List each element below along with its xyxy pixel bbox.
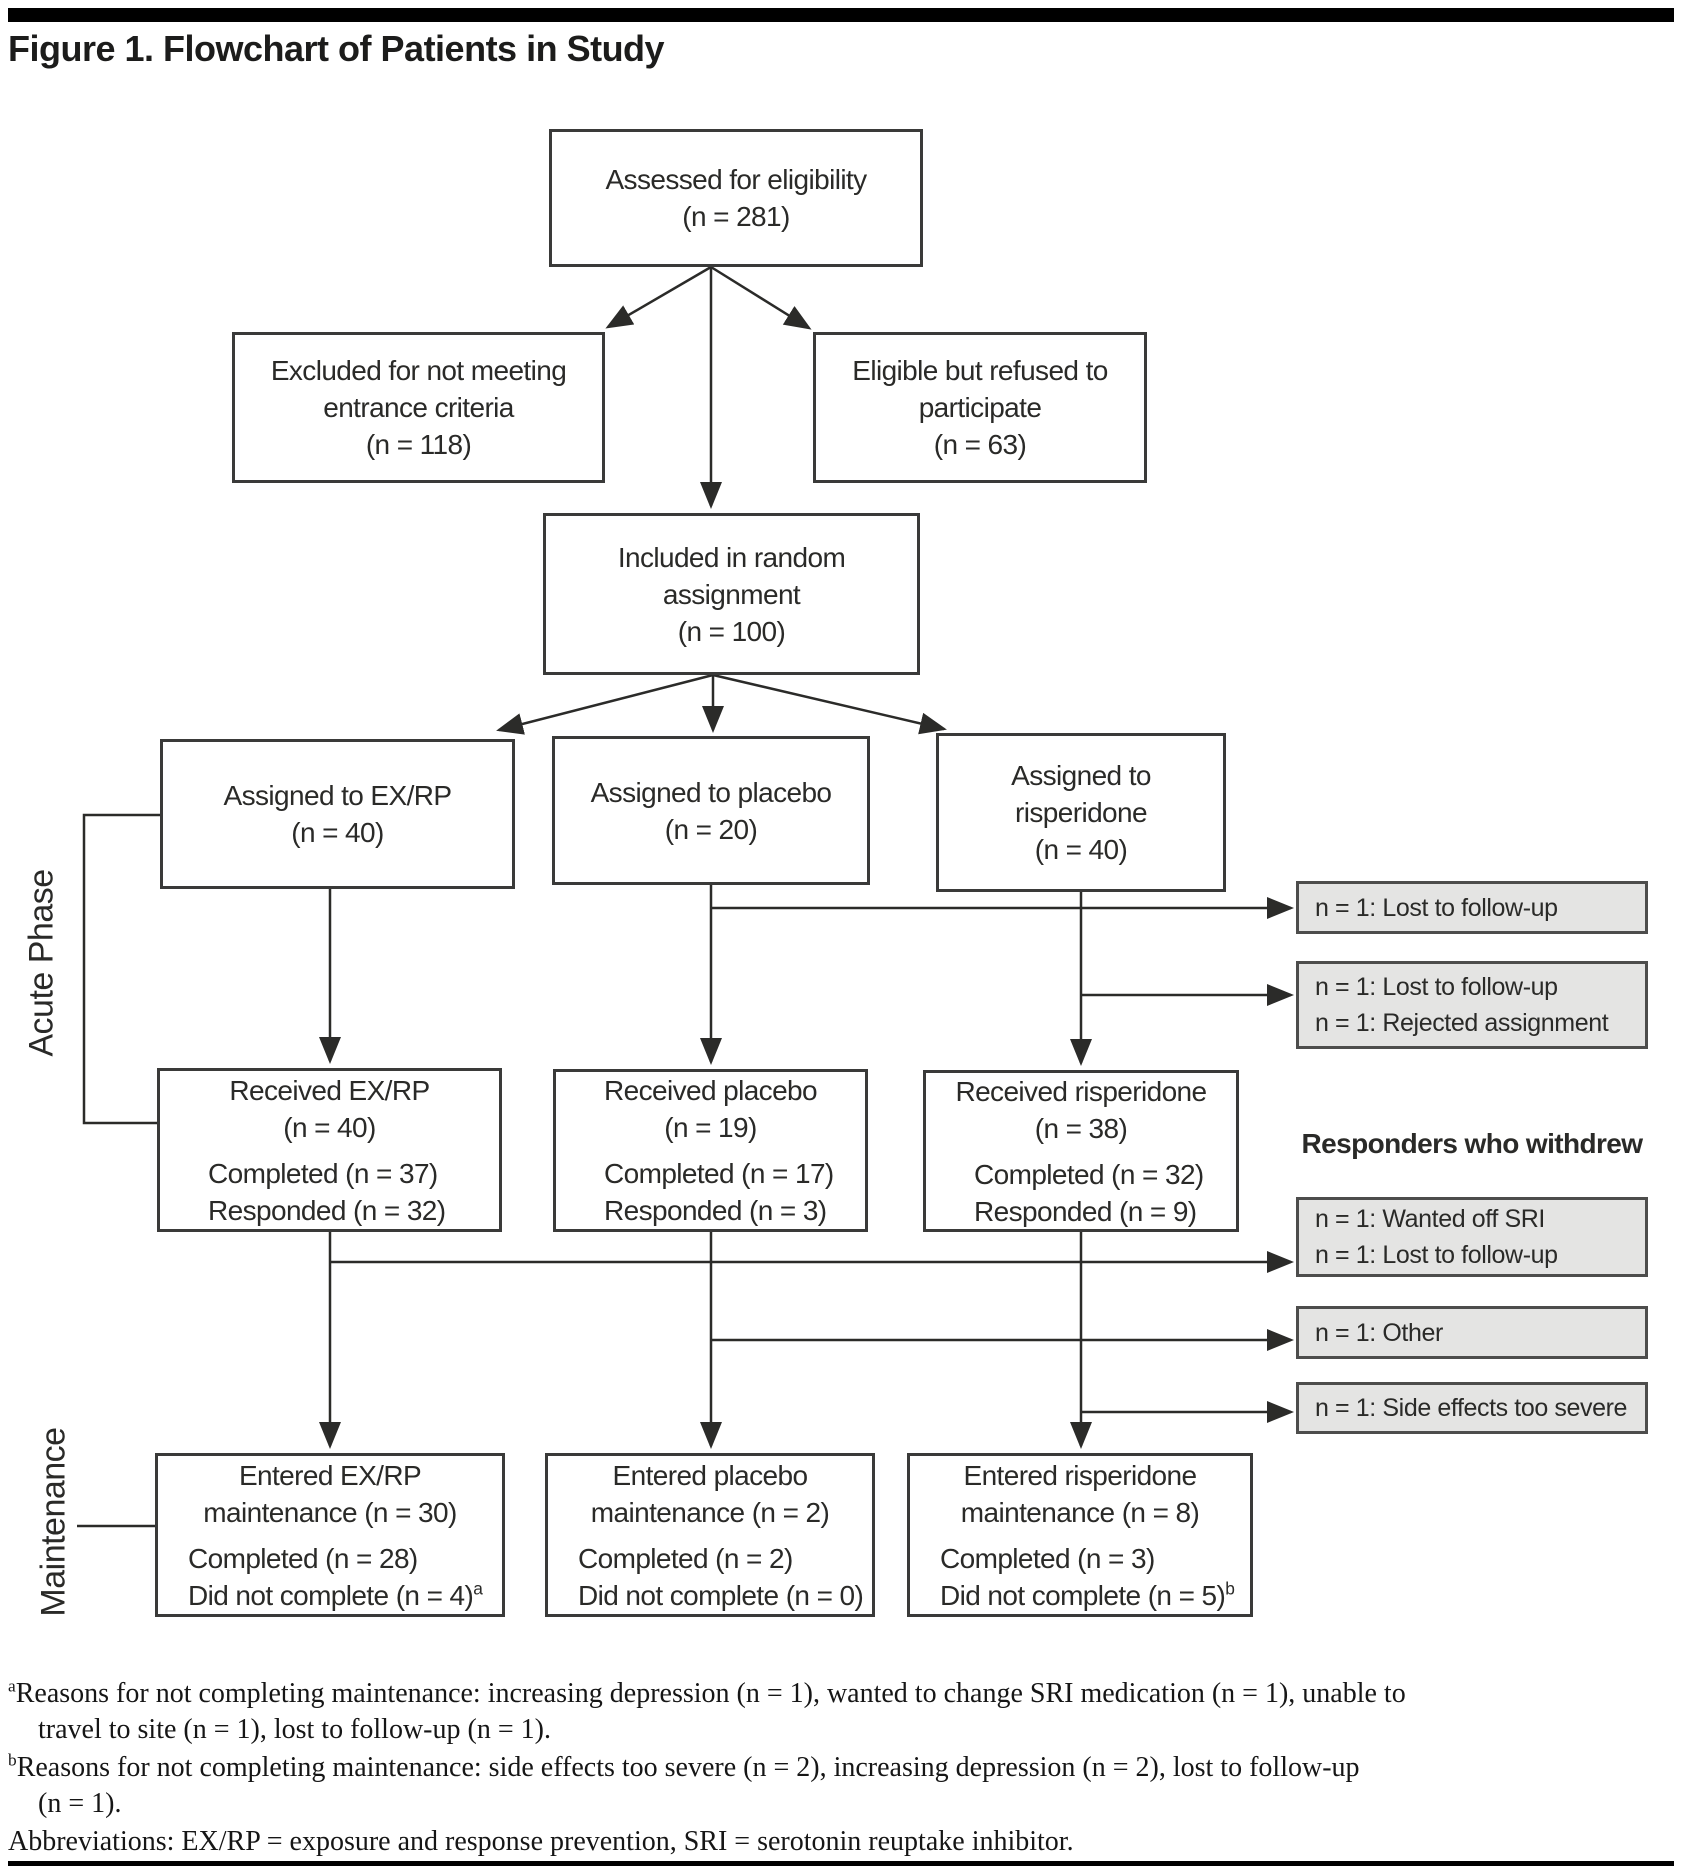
withdrawal-box-side-effects: n = 1: Side effects too severe bbox=[1296, 1382, 1648, 1434]
box-text-line: maintenance (n = 2) bbox=[590, 1496, 830, 1528]
footnote-marker-b: b bbox=[1225, 1578, 1235, 1599]
responders-withdrew-header: Responders who withdrew bbox=[1301, 1128, 1644, 1159]
withdrawal-box-risperidone-lost-rejected: n = 1: Lost to follow-up n = 1: Rejected… bbox=[1296, 961, 1648, 1049]
box-text-line: (n = 40) bbox=[283, 1111, 376, 1143]
box-text-line: n = 1: Side effects too severe bbox=[1315, 1394, 1628, 1422]
box-text-line: Did not complete (n = 4)a bbox=[188, 1578, 483, 1611]
box-text-line: (n = 40) bbox=[1034, 834, 1128, 865]
box-text-line: Completed (n = 37) bbox=[208, 1157, 438, 1189]
box-text-line: Responded (n = 3) bbox=[604, 1195, 827, 1226]
box-included-random-assignment: Included in random assignment (n = 100) bbox=[543, 513, 920, 675]
box-text-line: Received placebo bbox=[604, 1075, 818, 1106]
box-text-line: maintenance (n = 30) bbox=[203, 1496, 457, 1528]
box-text-line: Did not complete (n = 5)b bbox=[940, 1578, 1235, 1611]
withdrawal-box-other: n = 1: Other bbox=[1296, 1306, 1648, 1359]
box-text-line: n = 1: Lost to follow-up bbox=[1315, 1241, 1558, 1269]
box-text-line: (n = 281) bbox=[682, 201, 790, 232]
box-assigned-risperidone: Assigned to risperidone (n = 40) bbox=[936, 733, 1226, 892]
box-text-line: Entered EX/RP bbox=[238, 1459, 422, 1491]
box-text-line: Did not complete (n = 0) bbox=[578, 1579, 864, 1611]
footnote-a-marker: a bbox=[8, 1676, 16, 1696]
footnote-b-line2: (n = 1). bbox=[38, 1788, 122, 1819]
box-text-line: Completed (n = 32) bbox=[974, 1158, 1204, 1190]
box-text-line: Eligible but refused to bbox=[852, 355, 1108, 386]
box-eligible-refused: Eligible but refused to participate (n =… bbox=[813, 332, 1147, 483]
box-text-line: Received EX/RP bbox=[229, 1074, 430, 1106]
box-text-line: Included in random bbox=[617, 541, 846, 573]
withdrawal-box-placebo-lost-followup: n = 1: Lost to follow-up bbox=[1296, 881, 1648, 934]
box-text-line: Entered placebo bbox=[612, 1459, 809, 1491]
abbreviations-note: Abbreviations: EX/RP = exposure and resp… bbox=[8, 1826, 1074, 1857]
box-text-line: participate bbox=[918, 392, 1042, 423]
bottom-rule bbox=[8, 1861, 1674, 1866]
box-assigned-placebo: Assigned to placebo (n = 20) bbox=[552, 736, 870, 885]
box-text-line: (n = 19) bbox=[664, 1112, 757, 1143]
phase-label-acute: Acute Phase bbox=[22, 869, 61, 1057]
box-assigned-exrp: Assigned to EX/RP (n = 40) bbox=[160, 739, 515, 889]
box-entered-exrp-maintenance: Entered EX/RP maintenance (n = 30) Compl… bbox=[155, 1453, 505, 1617]
box-text-line: assignment bbox=[662, 578, 801, 610]
footnote-a-line2: travel to site (n = 1), lost to follow-u… bbox=[38, 1714, 551, 1745]
box-text-line: (n = 40) bbox=[291, 817, 384, 848]
footnote-b: bReasons for not completing maintenance:… bbox=[8, 1750, 1674, 1822]
box-text-line: Completed (n = 17) bbox=[604, 1158, 834, 1189]
box-text-line: entrance criteria bbox=[323, 392, 514, 423]
box-text-line: Assessed for eligibility bbox=[605, 164, 867, 195]
box-text-line: (n = 20) bbox=[664, 813, 758, 845]
box-text-line: n = 1: Lost to follow-up bbox=[1315, 893, 1558, 922]
box-received-risperidone: Received risperidone (n = 38) Completed … bbox=[923, 1070, 1239, 1232]
footnote-b-line1: bReasons for not completing maintenance:… bbox=[8, 1750, 1360, 1783]
arrow-assessed-to-excluded bbox=[605, 265, 712, 329]
box-text-line: n = 1: Other bbox=[1315, 1318, 1443, 1347]
footnote-marker-a: a bbox=[473, 1578, 483, 1599]
box-text-line: (n = 118) bbox=[365, 429, 472, 460]
footnote-b-marker: b bbox=[8, 1750, 17, 1770]
box-assessed-for-eligibility: Assessed for eligibility (n = 281) bbox=[549, 129, 923, 267]
box-text-line: (n = 100) bbox=[677, 615, 786, 647]
box-text-line: Completed (n = 28) bbox=[188, 1542, 418, 1574]
box-text-line: Completed (n = 3) bbox=[940, 1542, 1155, 1574]
arrow-included-to-risperidone bbox=[712, 673, 947, 735]
box-text-line: Responded (n = 32) bbox=[208, 1194, 446, 1226]
withdrawal-box-wanted-off-sri: n = 1: Wanted off SRI n = 1: Lost to fol… bbox=[1296, 1197, 1648, 1277]
box-text-line: risperidone bbox=[1015, 797, 1148, 828]
box-text-line: Entered risperidone bbox=[963, 1459, 1198, 1491]
acute-phase-bracket bbox=[82, 813, 160, 1125]
box-text-line: Assigned to EX/RP bbox=[223, 780, 453, 811]
box-text-line: n = 1: Lost to follow-up bbox=[1315, 973, 1558, 1001]
box-text-line: Received risperidone bbox=[955, 1075, 1207, 1107]
box-text-line: Assigned to bbox=[1011, 760, 1151, 791]
box-text-line: n = 1: Wanted off SRI bbox=[1315, 1205, 1545, 1233]
box-text-line: Responded (n = 9) bbox=[974, 1195, 1197, 1227]
arrow-assessed-to-eligible bbox=[710, 265, 812, 330]
arrow-included-to-exrp bbox=[496, 673, 714, 735]
figure-title: Figure 1. Flowchart of Patients in Study bbox=[8, 28, 665, 69]
box-entered-risperidone-maintenance: Entered risperidone maintenance (n = 8) … bbox=[907, 1453, 1253, 1617]
box-excluded: Excluded for not meeting entrance criter… bbox=[232, 332, 605, 483]
box-text-line: (n = 38) bbox=[1034, 1112, 1128, 1144]
box-text-line: Completed (n = 2) bbox=[578, 1542, 793, 1574]
box-text-line: maintenance (n = 8) bbox=[960, 1496, 1200, 1528]
footnote-a: aReasons for not completing maintenance:… bbox=[8, 1676, 1674, 1748]
box-text-line: Excluded for not meeting bbox=[270, 355, 567, 386]
box-text-line: Assigned to placebo bbox=[590, 776, 832, 808]
box-received-exrp: Received EX/RP (n = 40) Completed (n = 3… bbox=[157, 1068, 502, 1232]
footnote-a-line1: aReasons for not completing maintenance:… bbox=[8, 1676, 1406, 1709]
box-text-line: n = 1: Rejected assignment bbox=[1315, 1009, 1609, 1037]
phase-label-maintenance: Maintenance bbox=[34, 1427, 73, 1617]
top-rule bbox=[8, 8, 1674, 22]
box-entered-placebo-maintenance: Entered placebo maintenance (n = 2) Comp… bbox=[545, 1453, 875, 1617]
box-text-line: (n = 63) bbox=[933, 429, 1027, 460]
box-received-placebo: Received placebo (n = 19) Completed (n =… bbox=[553, 1069, 868, 1232]
